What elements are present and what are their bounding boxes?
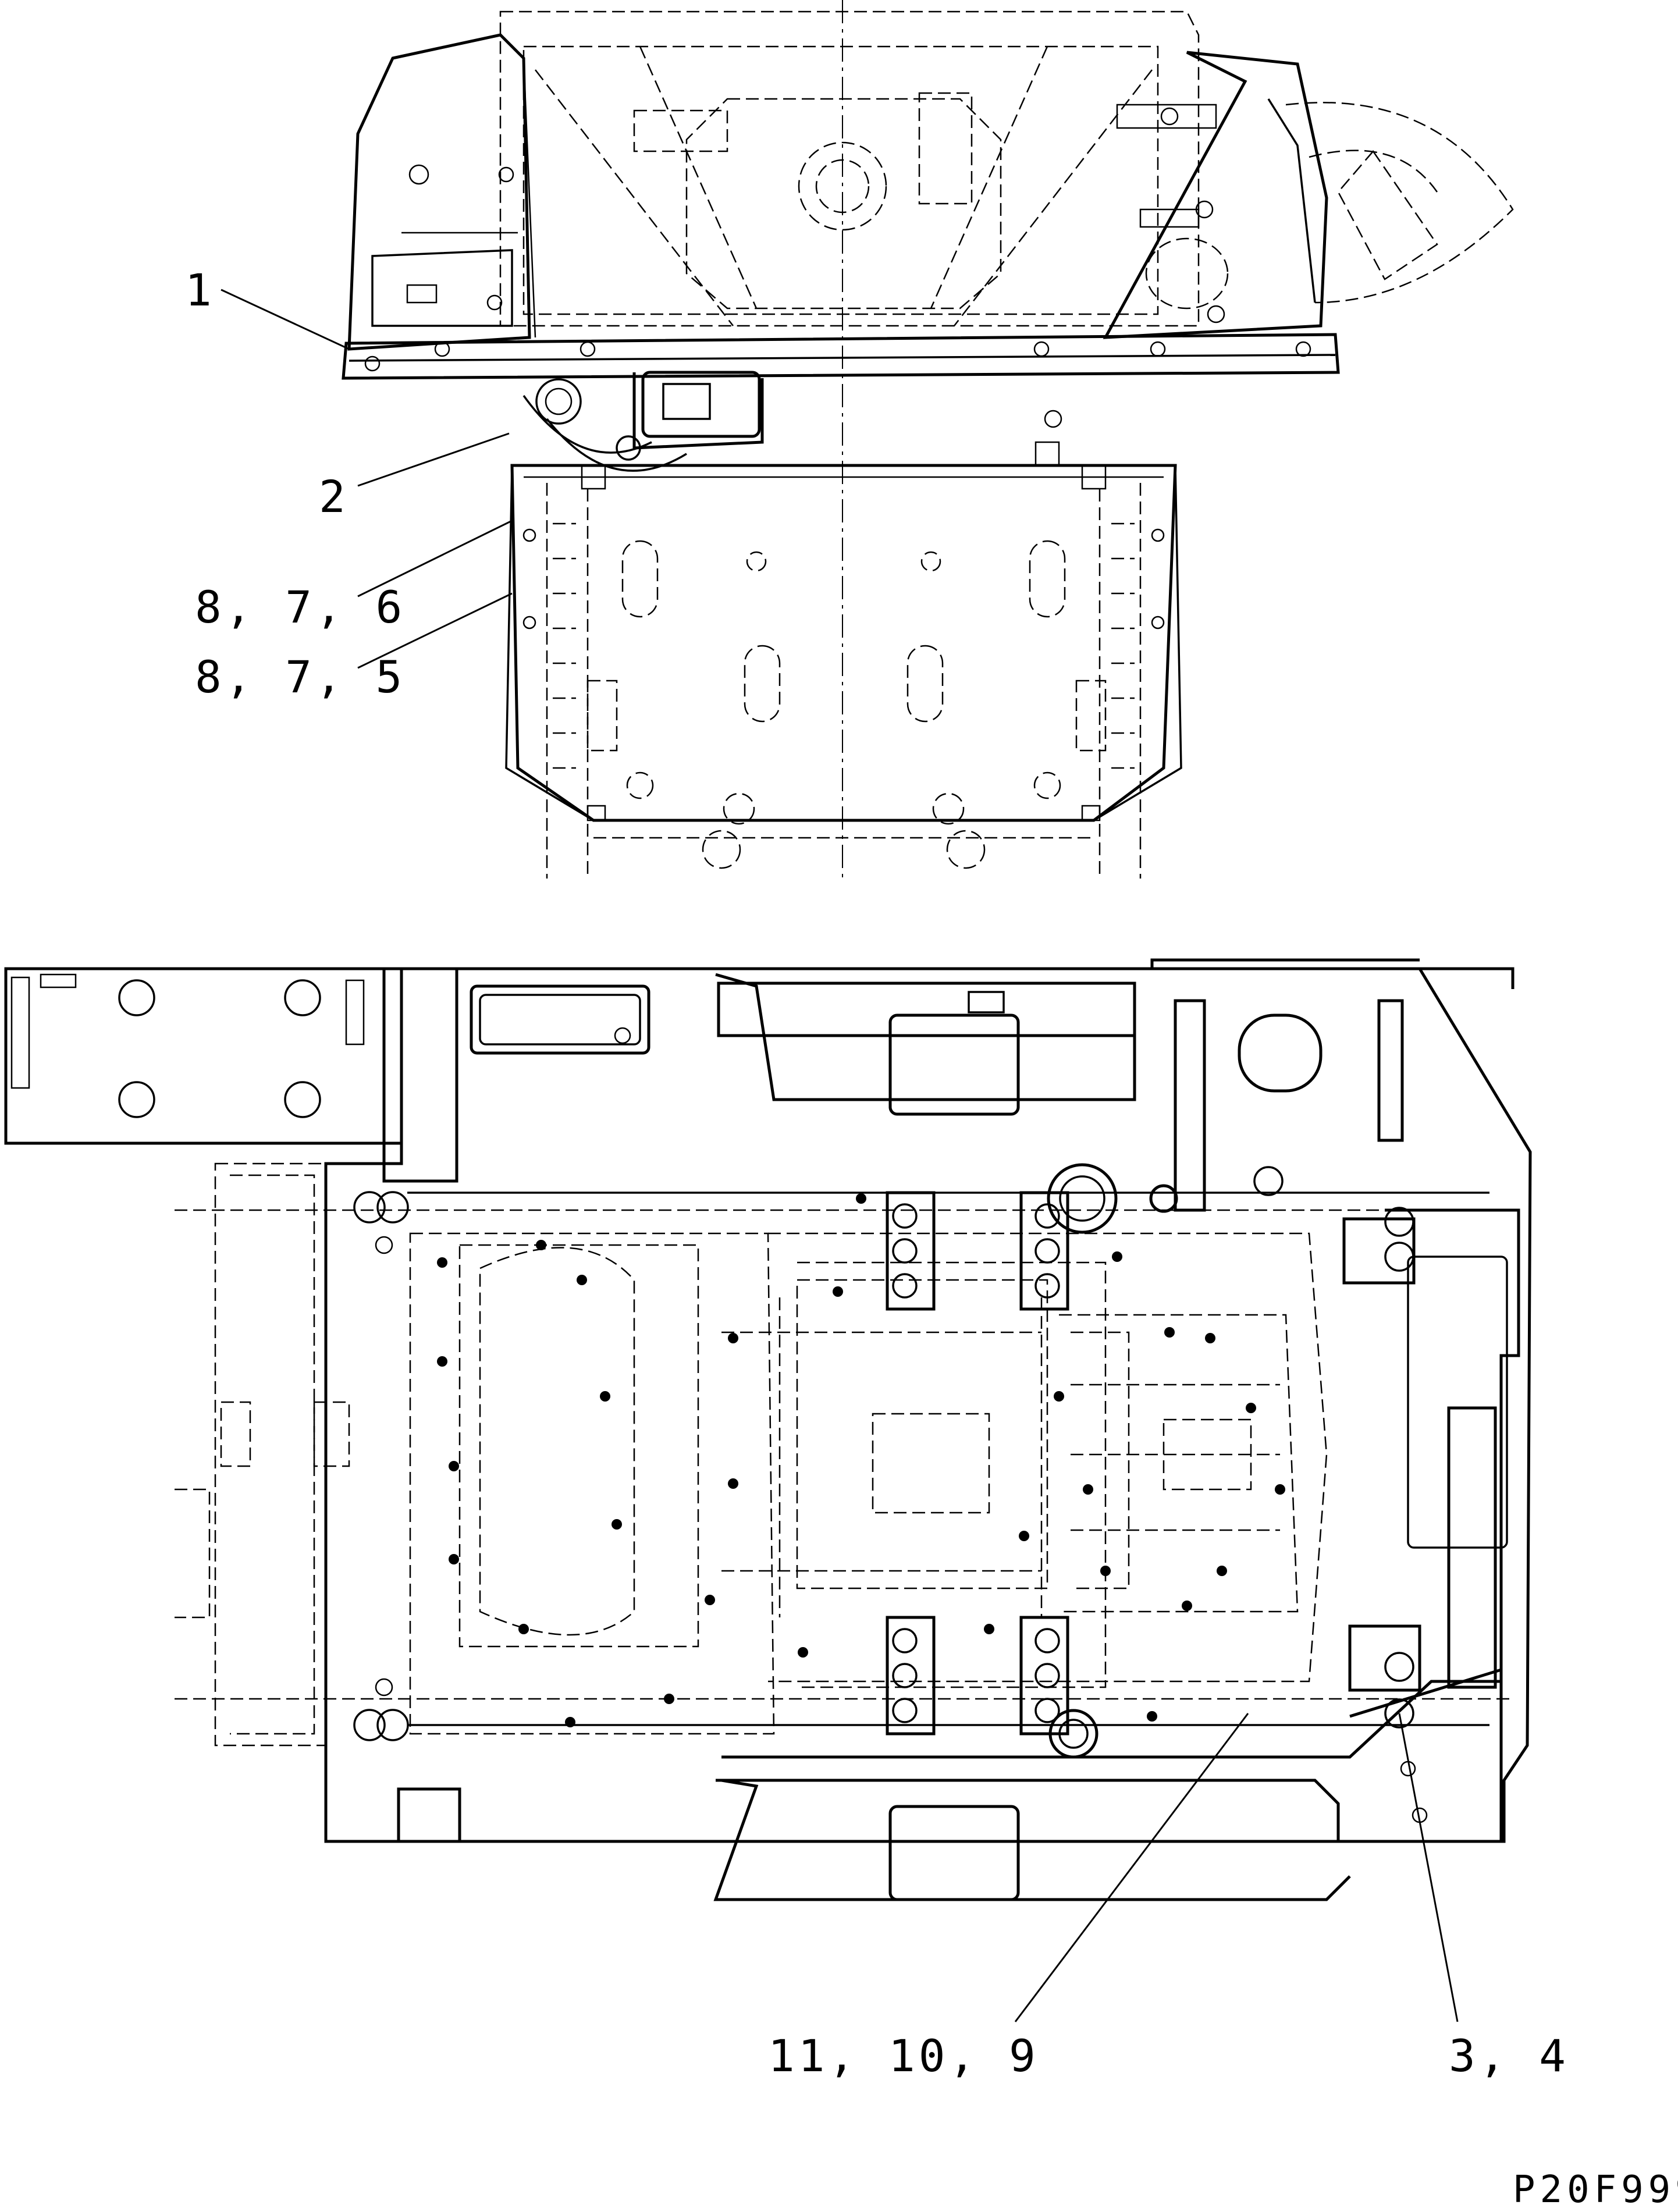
bolt-dot <box>1205 1333 1215 1343</box>
top-view-assembly <box>342 0 1514 879</box>
leader-875 <box>357 592 513 669</box>
bolt-dot <box>577 1275 587 1285</box>
leader-2 <box>357 432 510 487</box>
callout-1: 1 <box>185 264 215 316</box>
bolt-dot <box>1275 1484 1285 1495</box>
bolt-dot <box>612 1519 622 1530</box>
bolt-dot <box>728 1333 738 1343</box>
leader-11109 <box>1014 1713 1249 2022</box>
bolt-dot <box>1164 1327 1175 1338</box>
bolt-dot <box>664 1694 674 1704</box>
callout-3-4: 3, 4 <box>1449 2030 1569 2082</box>
bolt-dot <box>856 1193 866 1204</box>
bolt-dot <box>1083 1484 1093 1495</box>
callout-8-7-6: 8, 7, 6 <box>195 581 406 633</box>
bolt-dot <box>1217 1566 1227 1576</box>
leader-lines <box>221 289 1459 2022</box>
bolt-dot <box>536 1240 546 1250</box>
bottom-view-assembly <box>4 958 1532 1901</box>
bolt-dot <box>449 1554 459 1564</box>
leader-1 <box>221 289 350 350</box>
callout-labels: 1 2 8, 7, 6 8, 7, 5 11, 10, 9 3, 4 P20F9… <box>185 264 1678 2211</box>
bolt-dot <box>437 1356 447 1367</box>
bolt-dot <box>1054 1391 1064 1402</box>
leader-34 <box>1398 1713 1459 2022</box>
bolt-dot <box>1019 1531 1029 1541</box>
callout-11-10-9: 11, 10, 9 <box>768 2030 1039 2082</box>
bolt-dot <box>728 1478 738 1489</box>
bolt-dot <box>984 1624 994 1634</box>
bolt-dot <box>518 1624 529 1634</box>
leader-876 <box>357 520 513 598</box>
bolt-dot <box>1246 1403 1256 1413</box>
bolt-dot <box>1147 1711 1157 1722</box>
bolt-dot <box>437 1257 447 1268</box>
bolt-dot <box>798 1647 808 1658</box>
bolt-dot <box>1100 1566 1111 1576</box>
bolt-dot <box>1182 1601 1192 1611</box>
bolt-dot <box>1112 1251 1122 1262</box>
bolt-dot <box>565 1717 575 1727</box>
bolt-dot <box>833 1286 843 1297</box>
bolt-dot <box>705 1595 715 1605</box>
callout-8-7-5: 8, 7, 5 <box>195 651 406 703</box>
bolt-dot <box>600 1391 610 1402</box>
bolt-dot <box>449 1461 459 1471</box>
callout-2: 2 <box>319 471 349 522</box>
drawing-code: P20F999 <box>1513 2168 1678 2211</box>
